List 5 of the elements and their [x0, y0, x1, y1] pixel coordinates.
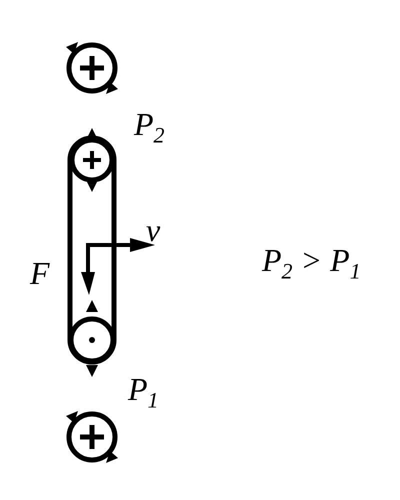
force-label: F	[30, 257, 50, 289]
pressure-label: P$_{1}$	[128, 373, 159, 412]
pressure-label: P$_{2}$	[134, 108, 165, 146]
pressure-relation: P$_{2}$ > P$_{1}$	[262, 244, 361, 282]
velocity-label: v	[146, 214, 160, 246]
